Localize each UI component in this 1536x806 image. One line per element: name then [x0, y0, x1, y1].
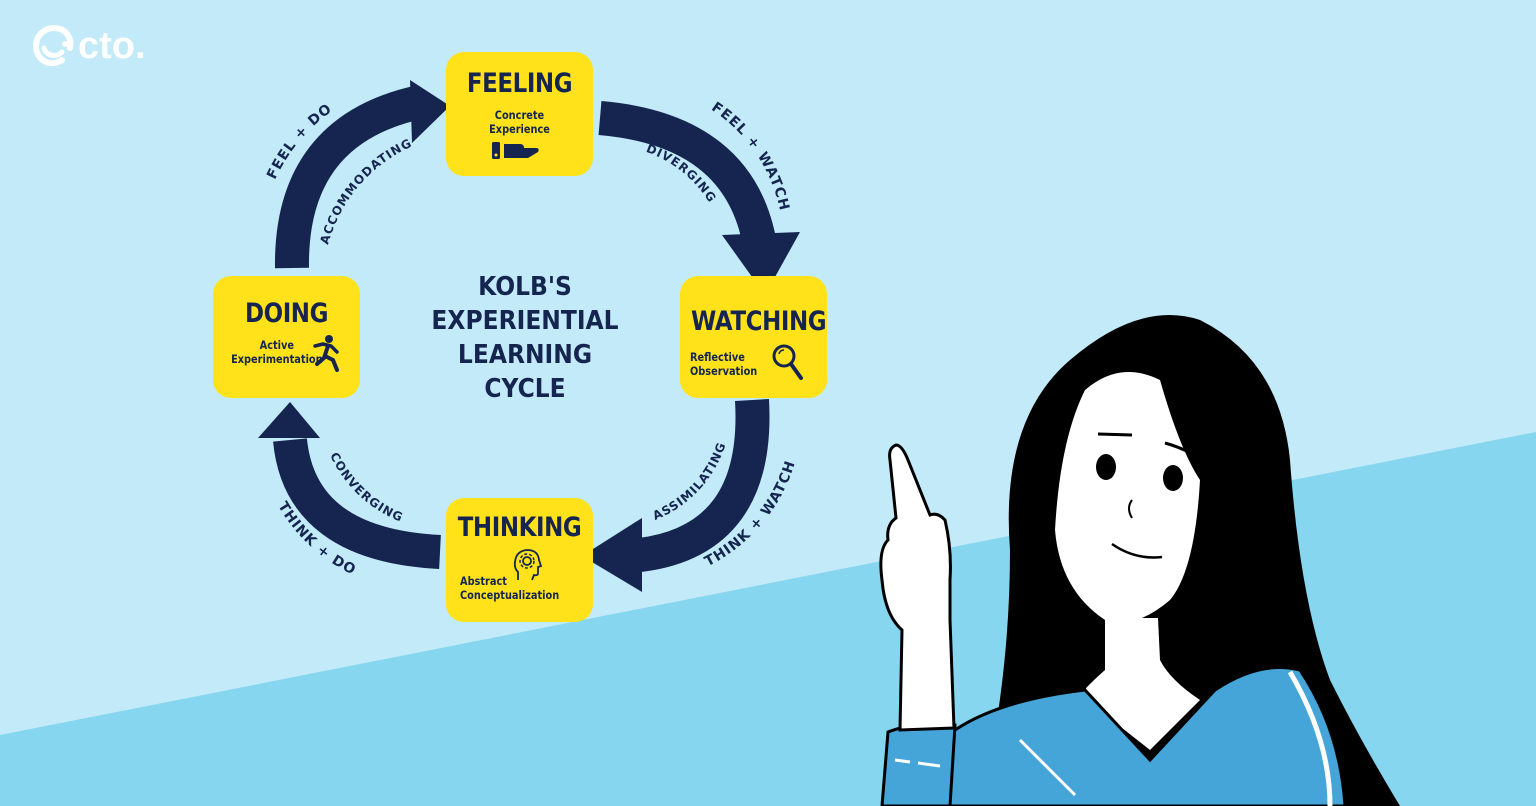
- title-line: LEARNING: [457, 340, 593, 370]
- stage-doing: DOING Active Experimentation: [213, 276, 360, 398]
- head-gear-icon: [513, 549, 542, 581]
- subtitle-line: Experimentation: [231, 352, 323, 366]
- stage-subtitle: Abstract Conceptualization: [460, 574, 559, 602]
- stage-subtitle: Active Experimentation: [231, 338, 323, 366]
- right-eye: [1163, 465, 1183, 491]
- hand: [879, 443, 956, 732]
- stage-title: WATCHING: [691, 306, 827, 337]
- stage-title: DOING: [244, 298, 329, 329]
- running-person-icon: [313, 335, 339, 372]
- stage-subtitle: Concrete Experience: [457, 108, 582, 136]
- stage-watching: WATCHING Reflective Observation: [680, 276, 827, 398]
- subtitle-line: Conceptualization: [460, 588, 560, 602]
- logo-text: cto.: [78, 25, 146, 67]
- arrow-watching-to-thinking: [582, 399, 770, 592]
- arrow-feeling-to-watching: [598, 101, 800, 295]
- brand-logo[interactable]: cto.: [32, 24, 146, 68]
- subtitle-line: Concrete: [494, 108, 545, 122]
- face: [1055, 372, 1200, 623]
- subtitle-line: Observation: [690, 364, 758, 378]
- stage-title: THINKING: [457, 512, 582, 543]
- sleeve: [880, 722, 957, 806]
- stage-thinking: THINKING Abstract Conceptualization: [446, 498, 593, 622]
- subtitle-line: Experience: [489, 122, 550, 136]
- hand-giving-icon: [492, 142, 539, 159]
- subtitle-line: Reflective: [690, 350, 745, 364]
- arrow-doing-to-feeling: [274, 80, 450, 269]
- title-line: EXPERIENTIAL: [431, 306, 619, 336]
- stage-subtitle: Reflective Observation: [690, 350, 757, 378]
- magnifier-icon: [772, 344, 803, 380]
- title-line: CYCLE: [484, 374, 566, 404]
- stage-feeling: FEELING Concrete Experience: [446, 52, 593, 176]
- left-eye: [1096, 454, 1116, 480]
- mouth: [1111, 542, 1163, 559]
- woman-pointing-illustration: [879, 315, 1400, 806]
- diagram-title: KOLB'S EXPERIENTIAL LEARNING CYCLE: [413, 270, 638, 406]
- stage-title: FEELING: [466, 68, 573, 99]
- arrow-thinking-to-doing: [258, 402, 441, 569]
- subtitle-line: Abstract: [460, 574, 507, 588]
- subtitle-line: Active: [259, 338, 295, 352]
- octo-swirl-icon: [32, 24, 74, 67]
- title-line: KOLB'S: [478, 272, 572, 302]
